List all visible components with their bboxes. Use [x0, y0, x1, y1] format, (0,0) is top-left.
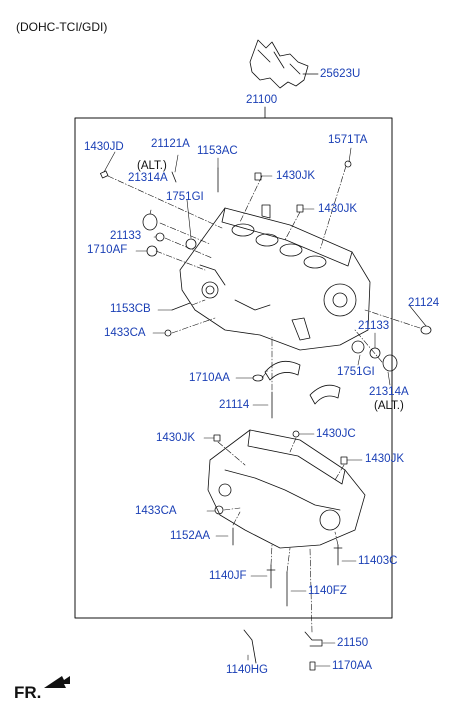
- sensor-21150-part: [304, 631, 323, 647]
- label-21114: 21114: [219, 399, 250, 411]
- label-1433CA-bot: 1433CA: [135, 505, 177, 517]
- label-25623U: 25623U: [320, 68, 361, 80]
- label-1571TA: 1571TA: [328, 134, 368, 146]
- label-21314A-top: 21314A: [128, 172, 168, 184]
- label-1751GI-top: 1751GI: [166, 191, 204, 203]
- label-1140JF: 1140JF: [209, 570, 247, 582]
- label-1153AC: 1153AC: [197, 145, 238, 157]
- label-1430JK-c: 1430JK: [156, 432, 196, 444]
- label-1152AA: 1152AA: [170, 530, 211, 542]
- dowel-21124-part: [420, 325, 432, 335]
- assembly-frame: [74, 117, 393, 619]
- cylinder-block-part: [179, 204, 371, 351]
- label-1430JC: 1430JC: [316, 428, 356, 440]
- label-1710AF: 1710AF: [87, 244, 128, 256]
- label-21133-top: 21133: [110, 230, 142, 242]
- label-1153CB: 1153CB: [110, 303, 151, 315]
- plug-21133-part: [155, 232, 165, 242]
- label-1170AA: 1170AA: [332, 660, 373, 672]
- label-1710AA: 1710AA: [189, 372, 230, 384]
- label-21121A: 21121A: [151, 138, 190, 150]
- label-21100: 21100: [246, 94, 278, 106]
- front-arrow-icon: [44, 676, 70, 688]
- heat-shield-part: [249, 39, 319, 89]
- label-1430JK-d: 1430JK: [365, 453, 405, 465]
- label-21124: 21124: [408, 297, 440, 309]
- label-21133-bot: 21133: [358, 320, 390, 332]
- label-1140HG: 1140HG: [226, 664, 268, 676]
- label-1430JK-a: 1430JK: [276, 170, 316, 182]
- bearing-caps-part: [264, 360, 341, 405]
- label-1433CA-top: 1433CA: [104, 327, 146, 339]
- label-1140FZ: 1140FZ: [308, 585, 347, 597]
- plug-21314A-part: [142, 213, 158, 231]
- label-1751GI-bot: 1751GI: [337, 366, 375, 378]
- gasket-1710AF-part: [146, 245, 158, 257]
- label-21314A-bot: 21314A: [369, 386, 409, 398]
- bolt-1153CB-part: [171, 302, 191, 311]
- engine-variant-header: (DOHC-TCI/GDI): [16, 20, 108, 34]
- label-alt-bottom: (ALT.): [374, 400, 404, 412]
- label-11403C: 11403C: [358, 555, 398, 567]
- lower-block-part: [207, 429, 366, 549]
- front-marker-label: FR.: [14, 683, 42, 702]
- label-1430JD: 1430JD: [84, 141, 124, 153]
- plug-1430JD-part: [100, 170, 109, 179]
- label-alt-top: (ALT.): [137, 160, 167, 172]
- label-1430JK-b: 1430JK: [318, 203, 358, 215]
- bolt-1140HG-part: [243, 629, 257, 664]
- label-21150: 21150: [337, 637, 369, 649]
